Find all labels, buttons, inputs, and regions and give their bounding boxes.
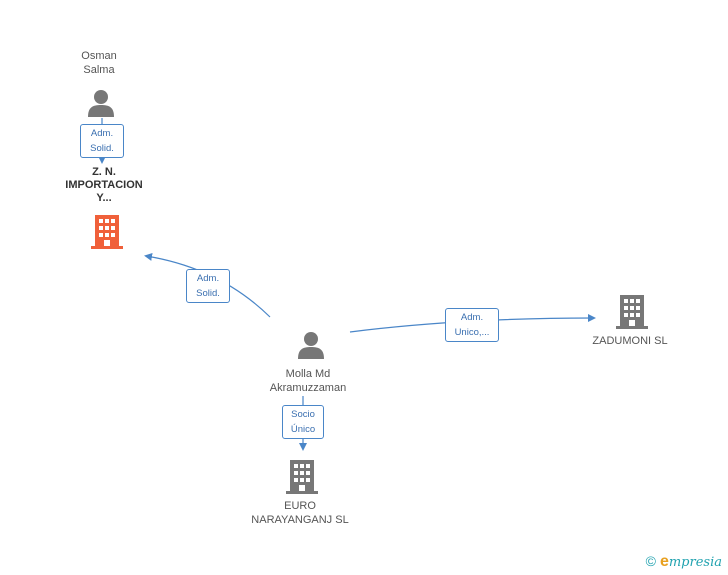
company-name-line1: EURO (284, 500, 316, 512)
person-molla-akramuzzaman-label[interactable]: Molla Md Akramuzzaman (270, 367, 346, 395)
role-badge-adm-unico[interactable]: Adm. Unico,... (445, 308, 499, 342)
person-name-line2: Salma (83, 64, 115, 76)
role-line1: Socio (291, 409, 315, 420)
company-euro-narayanganj-label[interactable]: EURO NARAYANGANJ SL (251, 499, 348, 527)
brand-initial: e (659, 553, 669, 570)
copyright-icon: © (645, 553, 656, 569)
company-name-line1: ZADUMONI SL (592, 335, 668, 347)
building-icon[interactable] (616, 295, 648, 329)
role-line1: Adm. (460, 312, 484, 323)
company-name-line2: NARAYANGANJ SL (251, 514, 349, 526)
person-osman-salma-label[interactable]: Osman Salma (81, 49, 116, 77)
role-badge-adm-solid[interactable]: Adm. Solid. (80, 124, 124, 158)
company-zn-importacion-label[interactable]: Z. N. IMPORTACION Y... (65, 166, 142, 205)
person-name-line1: Molla Md (285, 368, 331, 380)
empresia-footer: ©empresia (646, 553, 722, 571)
role-line2: Solid. (90, 143, 114, 154)
role-line1: Adm. (90, 128, 114, 139)
person-icon[interactable] (87, 89, 115, 117)
role-badge-adm-solid[interactable]: Adm. Solid. (186, 269, 230, 303)
company-zadumoni-label[interactable]: ZADUMONI SL (592, 334, 667, 348)
role-badge-socio-unico[interactable]: Socio Único (282, 405, 324, 439)
role-line2: Unico,... (454, 327, 490, 338)
building-icon[interactable] (286, 460, 318, 494)
role-line2: Único (290, 424, 316, 435)
person-icon[interactable] (297, 331, 325, 359)
person-name-line1: Osman (81, 50, 117, 62)
company-name-line3: Y... (96, 192, 112, 204)
company-name-line1: Z. N. (92, 166, 116, 178)
company-name-line2: IMPORTACION (65, 179, 143, 191)
role-line2: Solid. (196, 288, 220, 299)
brand-name: mpresia (668, 555, 722, 570)
role-line1: Adm. (196, 273, 220, 284)
building-icon-highlighted[interactable] (91, 215, 123, 249)
person-name-line2: Akramuzzaman (269, 382, 347, 394)
